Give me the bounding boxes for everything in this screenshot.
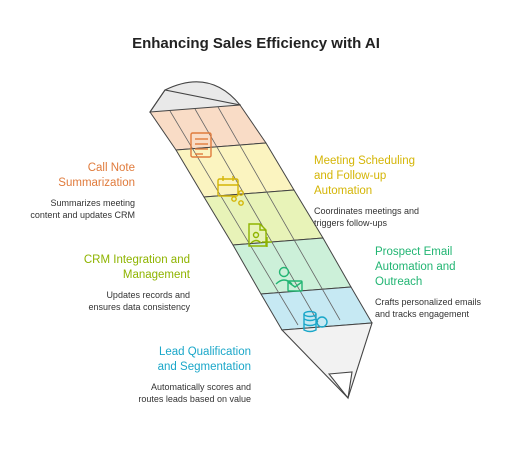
stage-call-note-summarization: Call Note Summarization Summarizes meeti… — [30, 161, 135, 221]
stage-heading: Meeting Scheduling and Follow-up Automat… — [314, 155, 416, 197]
database-stack-icon — [303, 310, 328, 333]
stage-heading: Prospect Email Automation and Outreach — [375, 246, 456, 288]
stage-prospect-email: Prospect Email Automation and Outreach C… — [375, 245, 481, 320]
stage-heading: Lead Qualification and Segmentation — [157, 346, 251, 373]
pencil-lead — [327, 371, 353, 400]
stage-crm-integration: CRM Integration and Management Updates r… — [84, 253, 190, 313]
file-add-icon — [248, 223, 272, 247]
stage-meeting-scheduling: Meeting Scheduling and Follow-up Automat… — [314, 154, 419, 229]
stage-description: Updates records and ensures data consist… — [88, 290, 190, 312]
stage-heading: CRM Integration and Management — [83, 254, 190, 281]
stage-description: Automatically scores and routes leads ba… — [138, 382, 251, 404]
calendar-share-icon — [217, 176, 244, 206]
diagram-title: Enhancing Sales Efficiency with AI — [132, 35, 380, 52]
stage-description: Summarizes meeting content and updates C… — [30, 198, 135, 220]
document-list-icon — [190, 132, 212, 158]
stage-lead-qualification: Lead Qualification and Segmentation Auto… — [138, 345, 251, 405]
stage-description: Crafts personalized emails and tracks en… — [375, 297, 482, 319]
stage-heading: Call Note Summarization — [58, 162, 135, 189]
pencil-segment-1 — [149, 104, 267, 151]
pencil-wood-tip — [280, 322, 373, 400]
user-mail-icon — [275, 266, 303, 292]
stage-description: Coordinates meetings and triggers follow… — [314, 206, 420, 228]
